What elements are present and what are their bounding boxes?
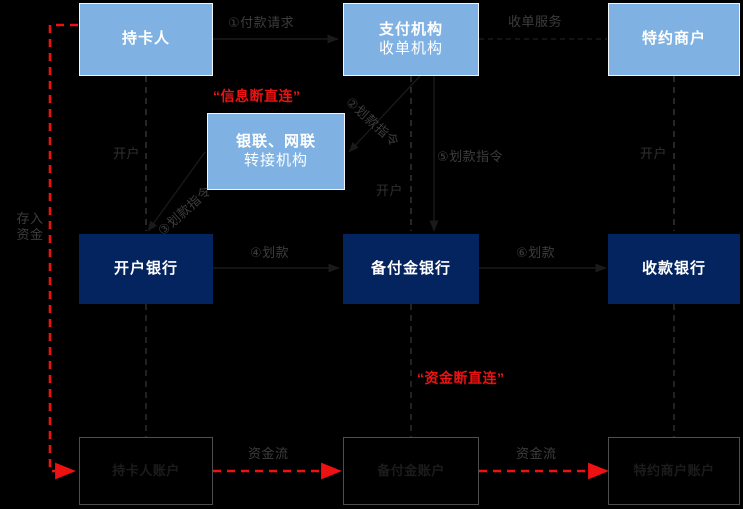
label-deposit-funds-line2: 资金 xyxy=(16,227,44,243)
node-reserve-account-title: 备付金账户 xyxy=(377,463,445,479)
node-cardholder-account-title: 持卡人账户 xyxy=(112,463,180,479)
label-deposit-funds-line1: 存入 xyxy=(16,211,44,226)
label-open-account-mid: 开户 xyxy=(376,183,404,198)
label-fund-flow-right: 资金流 xyxy=(516,446,557,461)
node-receiving-bank-title: 收款银行 xyxy=(641,259,706,277)
node-issuing-bank-title: 开户银行 xyxy=(113,259,178,277)
node-cardholder-account[interactable]: 持卡人账户 xyxy=(79,437,213,505)
node-clearing-org[interactable]: 银联、网联 转接机构 xyxy=(207,113,345,190)
label-open-account-left: 开户 xyxy=(113,146,141,161)
label-deposit-funds: 存入 资金 xyxy=(12,211,48,244)
node-clearing-org-subtitle: 转接机构 xyxy=(243,151,308,169)
label-step1: ①付款请求 xyxy=(228,15,295,30)
node-payment-org[interactable]: 支付机构 收单机构 xyxy=(343,3,479,76)
label-step3: ③划款指令 xyxy=(155,182,215,239)
node-merchant-account[interactable]: 特约商户账户 xyxy=(608,437,740,505)
node-clearing-org-title: 银联、网联 xyxy=(235,133,316,151)
node-merchant-account-title: 特约商户账户 xyxy=(633,463,715,479)
node-payment-org-title: 支付机构 xyxy=(378,21,443,39)
node-reserve-bank[interactable]: 备付金银行 xyxy=(343,234,479,304)
label-step5: ⑤划款指令 xyxy=(437,149,504,164)
node-receiving-bank[interactable]: 收款银行 xyxy=(608,234,740,304)
label-fund-flow-left: 资金流 xyxy=(248,446,289,461)
node-merchant[interactable]: 特约商户 xyxy=(608,3,740,76)
node-payment-org-subtitle: 收单机构 xyxy=(378,39,443,57)
node-reserve-account[interactable]: 备付金账户 xyxy=(343,437,479,505)
label-step6: ⑥划款 xyxy=(516,245,556,260)
node-cardholder[interactable]: 持卡人 xyxy=(79,3,213,76)
annotation-fund-break: “资金断直连” xyxy=(417,370,505,386)
label-acquiring-service: 收单服务 xyxy=(508,14,563,29)
edge-deposit-funds xyxy=(48,23,78,480)
node-issuing-bank[interactable]: 开户银行 xyxy=(79,234,213,304)
annotation-info-break: “信息断直连” xyxy=(213,88,301,104)
node-reserve-bank-title: 备付金银行 xyxy=(370,259,451,277)
node-cardholder-title: 持卡人 xyxy=(121,30,170,48)
node-merchant-title: 特约商户 xyxy=(641,30,706,48)
label-step2: ②划款指令 xyxy=(342,94,403,150)
label-step4: ④划款 xyxy=(250,245,290,260)
label-open-account-right: 开户 xyxy=(640,146,668,161)
